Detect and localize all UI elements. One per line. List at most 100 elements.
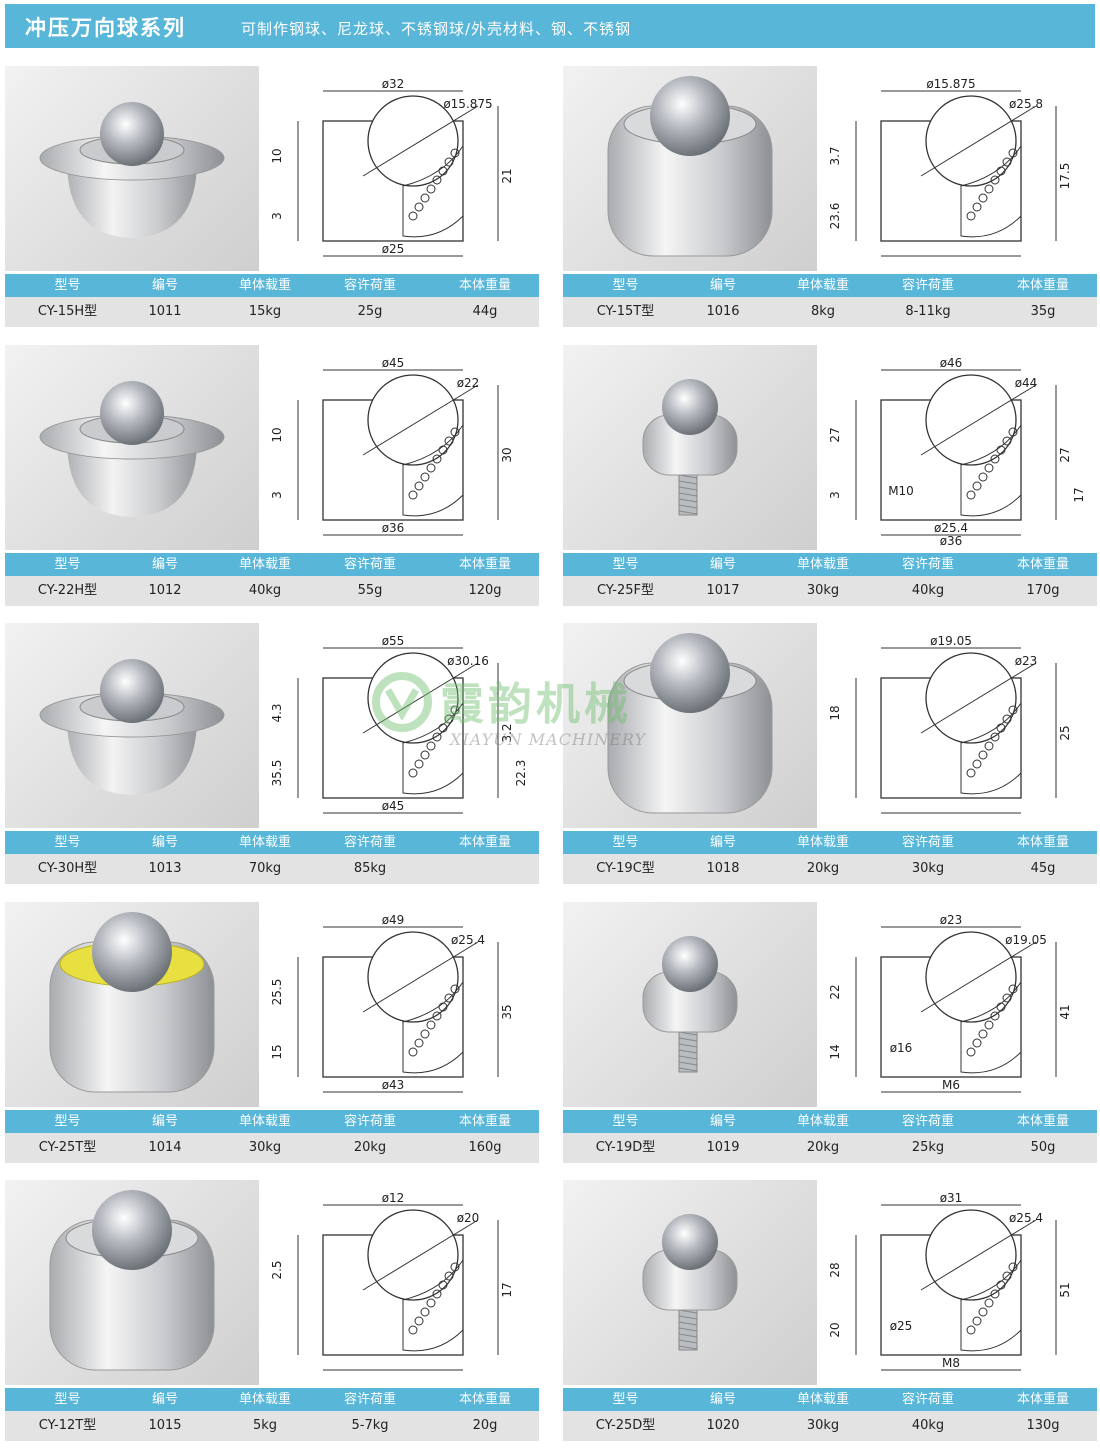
column-header: 单体载重 (796, 835, 849, 850)
spec-weight: 20g (472, 1418, 498, 1433)
column-header: 型号 (612, 278, 639, 293)
spec-code: 1013 (148, 861, 182, 876)
spec-table-header: 型号编号单体载重容许荷重本体重量 (5, 553, 539, 576)
spec-table-header: 型号编号单体载重容许荷重本体重量 (5, 274, 539, 297)
column-header: 容许荷重 (343, 278, 396, 293)
spec-code: 1014 (148, 1140, 182, 1155)
dimension-label: 27 (828, 427, 842, 442)
dimension-label: 25 (1058, 725, 1072, 740)
product-photo (563, 623, 817, 828)
column-header: 编号 (709, 1114, 736, 1129)
spec-table-header: 型号编号单体载重容许荷重本体重量 (5, 1388, 539, 1411)
column-header: 容许荷重 (901, 278, 954, 293)
dimension-label: ø23 (1015, 654, 1038, 668)
spec-allow: 30kg (911, 861, 945, 876)
product-photo (5, 623, 259, 828)
column-header: 容许荷重 (901, 1392, 954, 1407)
product-photo (563, 1180, 817, 1385)
spec-model: CY-22H型 (37, 583, 98, 598)
spec-model: CY-12T型 (38, 1418, 97, 1433)
column-header: 单体载重 (796, 1114, 849, 1129)
dimension-label: ø20 (457, 1211, 480, 1225)
dimension-label: 10 (270, 427, 284, 442)
spec-load: 40kg (248, 583, 282, 598)
dimension-label: ø45 (382, 356, 405, 370)
dimension-label: ø15.875 (443, 97, 492, 111)
spec-allow: 8-11kg (905, 304, 951, 319)
dimension-label: 3 (270, 212, 284, 220)
column-header: 本体重量 (1016, 557, 1069, 572)
column-header: 型号 (612, 835, 639, 850)
column-header: 单体载重 (238, 557, 291, 572)
spec-code: 1015 (148, 1418, 182, 1433)
dimension-label: 51 (1058, 1282, 1072, 1297)
column-header: 容许荷重 (343, 835, 396, 850)
dimension-label: 27 (1058, 447, 1072, 462)
spec-allow: 20kg (353, 1140, 387, 1155)
column-header: 本体重量 (458, 278, 511, 293)
dimension-label: M10 (888, 484, 914, 498)
product-photo (563, 66, 817, 271)
column-header: 本体重量 (458, 1392, 511, 1407)
dimension-label: ø16 (890, 1041, 913, 1055)
dimension-label: M8 (942, 1356, 960, 1370)
spec-table-header: 型号编号单体载重容许荷重本体重量 (563, 1388, 1097, 1411)
dimension-label: ø30.16 (447, 654, 489, 668)
dimension-label: 17 (1072, 487, 1086, 502)
column-header: 型号 (54, 278, 81, 293)
dimension-label: ø31 (940, 1191, 963, 1205)
column-header: 型号 (54, 1114, 81, 1129)
column-header: 容许荷重 (343, 557, 396, 572)
column-header: 本体重量 (458, 835, 511, 850)
spec-model: CY-25T型 (38, 1140, 97, 1155)
spec-allow: 25kg (911, 1140, 945, 1155)
spec-code: 1012 (148, 583, 182, 598)
spec-code: 1018 (706, 861, 740, 876)
column-header: 编号 (151, 557, 178, 572)
dimension-label: 18 (828, 705, 842, 720)
spec-load: 30kg (248, 1140, 282, 1155)
spec-model: CY-25F型 (597, 583, 654, 598)
column-header: 容许荷重 (901, 835, 954, 850)
column-header: 本体重量 (1016, 835, 1069, 850)
dimension-label: ø45 (382, 799, 405, 813)
spec-load: 20kg (806, 1140, 840, 1155)
dimension-label: ø25 (890, 1319, 913, 1333)
dimension-label: ø12 (382, 1191, 405, 1205)
spec-table-row: CY-25T型 1014 30kg 20kg 160g (5, 1133, 539, 1163)
column-header: 本体重量 (1016, 1114, 1069, 1129)
product-photo (5, 345, 259, 550)
spec-allow: 40kg (911, 1418, 945, 1433)
dimension-label: 17.5 (1058, 163, 1072, 190)
product-photo (5, 66, 259, 271)
product-photo (5, 902, 259, 1107)
dimension-label: 41 (1058, 1004, 1072, 1019)
dimension-label: 3 (828, 491, 842, 499)
page-subtitle: 可制作钢球、尼龙球、不锈钢球/外壳材料、钢、不锈钢 (241, 20, 632, 38)
column-header: 编号 (709, 1392, 736, 1407)
dimension-label: 4.3 (270, 703, 284, 722)
dimension-label: ø23 (940, 913, 963, 927)
dimension-label: ø49 (382, 913, 405, 927)
dimension-label: 35.5 (270, 760, 284, 787)
spec-table-header: 型号编号单体载重容许荷重本体重量 (563, 274, 1097, 297)
spec-load: 30kg (806, 1418, 840, 1433)
spec-load: 70kg (248, 861, 282, 876)
dimension-label: 17 (500, 1282, 514, 1297)
dimension-label: 22.3 (514, 760, 528, 787)
spec-allow: 55g (357, 583, 383, 598)
spec-weight: 160g (468, 1140, 502, 1155)
spec-weight: 170g (1026, 583, 1060, 598)
spec-table-header: 型号编号单体载重容许荷重本体重量 (5, 1110, 539, 1133)
dimension-label: M6 (942, 1078, 960, 1092)
